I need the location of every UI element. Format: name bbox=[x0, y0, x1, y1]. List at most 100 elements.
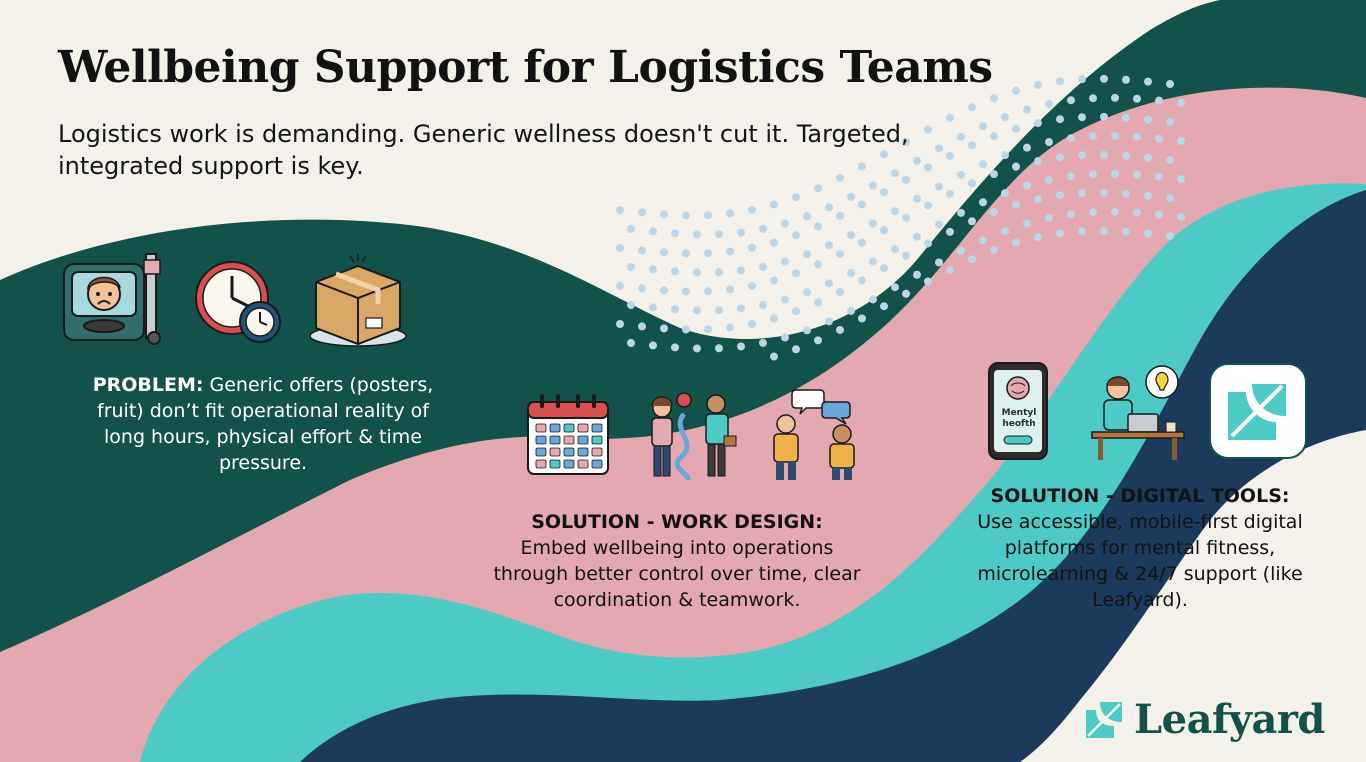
calendar-cell bbox=[577, 423, 589, 433]
problem-heading: PROBLEM: bbox=[92, 374, 204, 396]
decorative-dot bbox=[715, 306, 723, 315]
laptop-learner-icon bbox=[1091, 365, 1185, 460]
decorative-dot bbox=[693, 306, 701, 315]
decorative-dot bbox=[979, 236, 987, 245]
work-design-text-block: SOLUTION - WORK DESIGN:Embed wellbeing i… bbox=[492, 509, 862, 613]
decorative-dot bbox=[1056, 191, 1064, 200]
decorative-dot bbox=[891, 207, 899, 216]
decorative-dot bbox=[715, 268, 723, 277]
leafyard-logo-icon bbox=[1086, 702, 1122, 738]
calendar-cell bbox=[549, 423, 561, 433]
decorative-dot bbox=[880, 302, 888, 311]
decorative-dot bbox=[759, 338, 767, 347]
decorative-dot bbox=[902, 251, 910, 260]
decorative-dot bbox=[1045, 138, 1053, 147]
calendar-cell bbox=[535, 459, 547, 469]
decorative-dot bbox=[781, 295, 789, 304]
decorative-dot bbox=[616, 206, 624, 214]
decorative-dot bbox=[814, 336, 822, 345]
decorative-dot bbox=[660, 248, 668, 257]
brand-name: Leafyard bbox=[1134, 696, 1325, 743]
decorative-dot bbox=[693, 230, 701, 239]
decorative-dot bbox=[770, 276, 778, 285]
calendar-cell bbox=[563, 447, 575, 457]
decorative-dot bbox=[1177, 137, 1185, 146]
decorative-dot bbox=[759, 262, 767, 271]
decorative-dot bbox=[1001, 189, 1009, 198]
decorative-dot bbox=[891, 169, 899, 178]
decorative-dot bbox=[781, 219, 789, 228]
decorative-dot bbox=[1012, 124, 1020, 133]
decorative-dot bbox=[748, 319, 756, 328]
decorative-dot bbox=[990, 132, 998, 141]
calendar-cell bbox=[577, 447, 589, 457]
leafyard-app-icon[interactable] bbox=[1208, 362, 1308, 460]
decorative-dot bbox=[1034, 157, 1042, 166]
decorative-dot bbox=[1056, 77, 1064, 86]
decorative-dot bbox=[803, 288, 811, 297]
decorative-dot bbox=[1056, 229, 1064, 238]
decorative-dot bbox=[1023, 219, 1031, 228]
decorative-dot bbox=[792, 307, 800, 316]
decorative-dot bbox=[1111, 131, 1119, 140]
work-design-description: Embed wellbeing into operations through … bbox=[493, 537, 861, 611]
decorative-dot bbox=[968, 141, 976, 150]
decorative-dot bbox=[792, 193, 800, 202]
decorative-dot bbox=[627, 225, 635, 233]
decorative-dot bbox=[979, 160, 987, 169]
calendar-cell bbox=[549, 459, 561, 469]
decorative-dot bbox=[814, 184, 822, 193]
decorative-dot bbox=[1100, 74, 1108, 83]
digital-tools-text-block: SOLUTION - DIGITAL TOOLS:Use accessible,… bbox=[950, 483, 1330, 613]
decorative-dot bbox=[671, 343, 679, 352]
mental-health-phone-icon bbox=[988, 362, 1048, 460]
leafyard-brand: Leafyard bbox=[1084, 696, 1354, 752]
calendar-cell bbox=[591, 423, 603, 433]
decorative-dot bbox=[616, 282, 624, 290]
decorative-dot bbox=[847, 192, 855, 201]
decorative-dot bbox=[627, 263, 635, 271]
decorative-dot bbox=[1111, 207, 1119, 216]
decorative-dot bbox=[1056, 153, 1064, 162]
calendar-cell bbox=[563, 459, 575, 469]
decorative-dot bbox=[1100, 112, 1108, 121]
decorative-dot bbox=[627, 301, 635, 309]
decorative-dot bbox=[935, 258, 943, 267]
decorative-dot bbox=[759, 224, 767, 233]
decorative-dot bbox=[1045, 176, 1053, 185]
decorative-dot bbox=[902, 137, 910, 146]
decorative-dot bbox=[1089, 94, 1097, 103]
decorative-dot bbox=[638, 246, 646, 255]
decorative-dot bbox=[649, 303, 657, 312]
decorative-dot bbox=[1177, 99, 1185, 108]
decorative-dot bbox=[946, 113, 954, 122]
talking-workers-icon bbox=[773, 389, 855, 480]
calendar-cell bbox=[577, 459, 589, 469]
decorative-dot bbox=[968, 179, 976, 188]
decorative-dot bbox=[1100, 188, 1108, 197]
decorative-dot bbox=[1056, 115, 1064, 124]
decorative-dot bbox=[880, 188, 888, 197]
decorative-dot bbox=[924, 163, 932, 172]
decorative-dot bbox=[1166, 156, 1174, 165]
decorative-dot bbox=[1122, 189, 1130, 198]
calendar-cell bbox=[577, 435, 589, 445]
decorative-dot bbox=[770, 238, 778, 247]
problem-description: Generic offers (posters, fruit) don’t fi… bbox=[97, 374, 434, 474]
decorative-dot bbox=[704, 249, 712, 258]
decorative-dot bbox=[1155, 134, 1163, 143]
calendar-cell bbox=[591, 435, 603, 445]
decorative-dot bbox=[924, 201, 932, 210]
decorative-dot bbox=[704, 325, 712, 334]
decorative-dot bbox=[891, 245, 899, 254]
decorative-dot bbox=[1144, 77, 1152, 86]
decorative-dot bbox=[748, 243, 756, 252]
decorative-dot bbox=[671, 305, 679, 314]
decorative-dot bbox=[671, 267, 679, 276]
decorative-dot bbox=[869, 257, 877, 266]
decorative-dot bbox=[946, 151, 954, 160]
decorative-dot bbox=[1001, 113, 1009, 122]
decorative-dot bbox=[693, 268, 701, 277]
decorative-dot bbox=[1144, 115, 1152, 124]
